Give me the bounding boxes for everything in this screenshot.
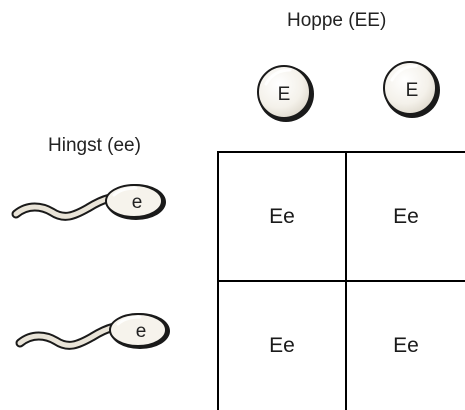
- punnett-cell: Ee: [269, 204, 295, 228]
- punnett-cell: Ee: [393, 204, 419, 228]
- punnett-cell: Ee: [269, 334, 295, 357]
- egg-cell-icon: E: [257, 65, 314, 122]
- egg-cell-icon: E: [383, 61, 440, 118]
- grid-line-left: [217, 151, 219, 410]
- grid-line-top: [217, 151, 465, 153]
- punnett-cell: Ee: [393, 334, 419, 357]
- father-allele-2: e: [136, 321, 147, 342]
- sperm-cell-icon: e: [15, 313, 170, 350]
- mother-allele-2: E: [406, 80, 419, 101]
- mother-label: Hoppe (EE): [287, 10, 387, 31]
- sperm-cell-icon: e: [11, 184, 166, 221]
- grid-line-middle: [217, 280, 465, 282]
- father-allele-1: e: [132, 192, 143, 213]
- father-label: Hingst (ee): [48, 135, 141, 156]
- mother-allele-1: E: [278, 84, 291, 105]
- grid-line-center: [345, 151, 347, 410]
